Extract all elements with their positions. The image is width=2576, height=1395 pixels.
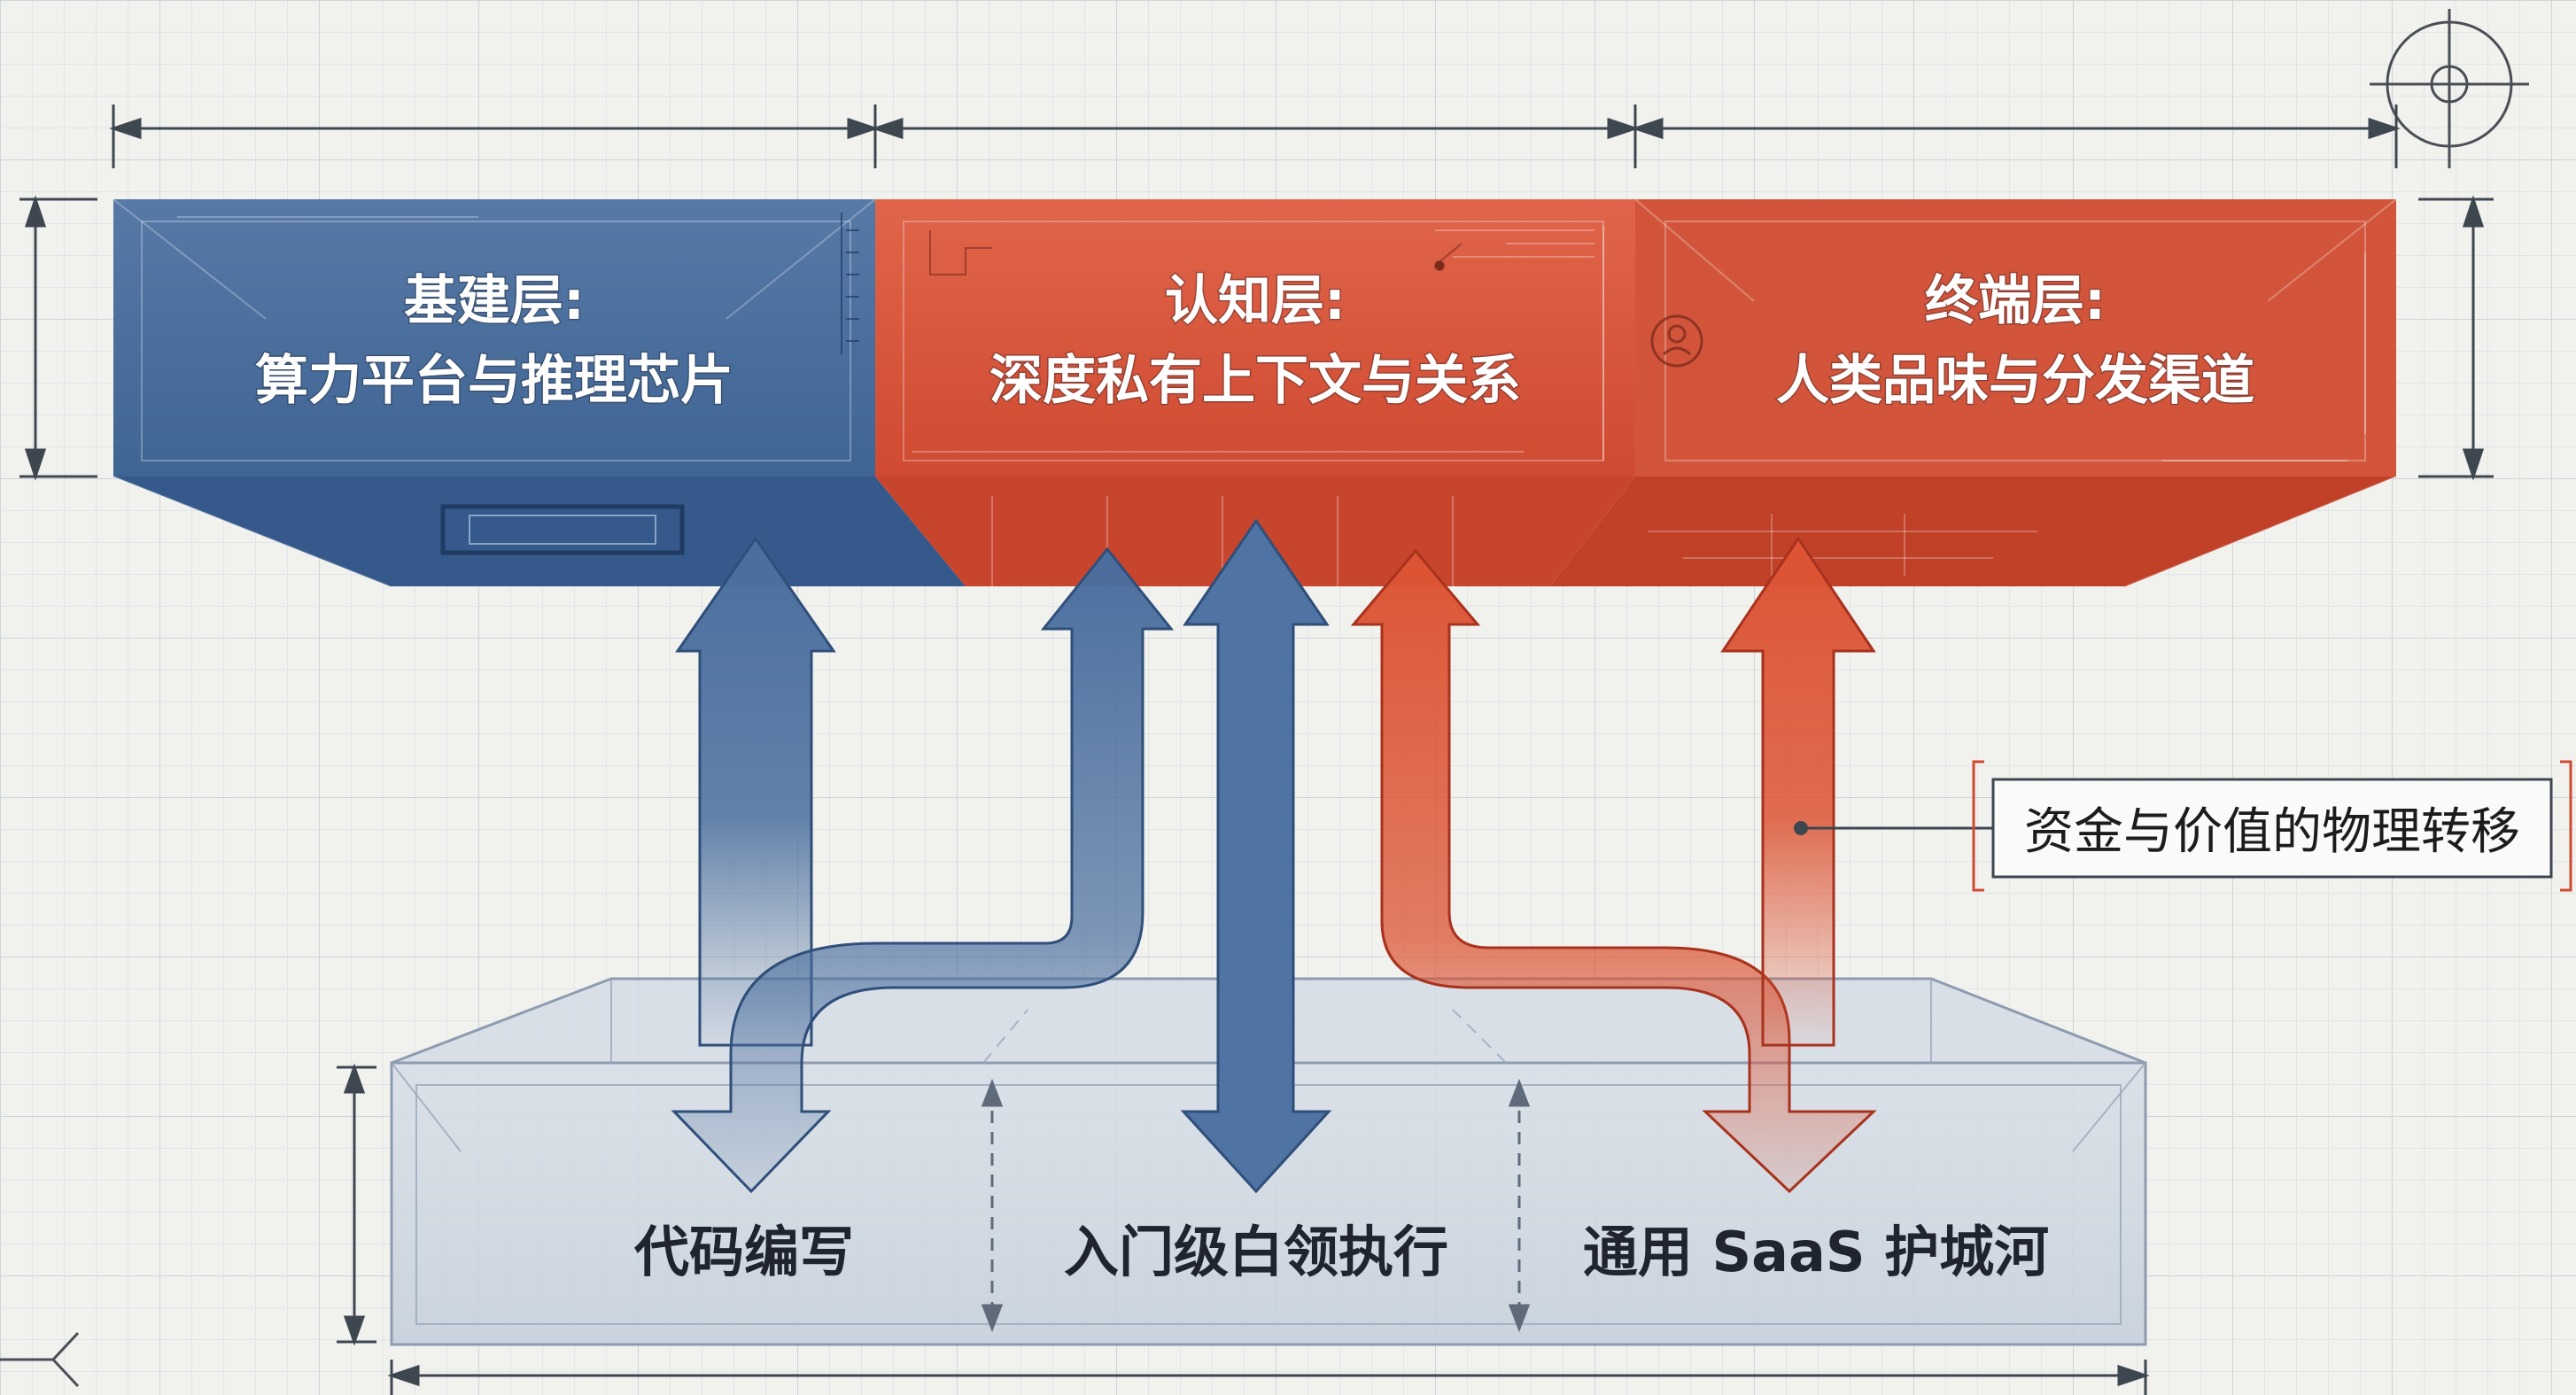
infra-layer-title: 基建层: (404, 270, 585, 332)
infra-vent-panel (440, 504, 685, 555)
terminal-layer-subtitle: 人类品味与分发渠道 (1776, 350, 2254, 412)
arrow-down-code-writing (671, 546, 1175, 1194)
cognition-layer-title: 认知层: (1165, 270, 1346, 332)
terminal-layer-box (1635, 199, 2396, 477)
arrow-up-terminal (1720, 536, 1876, 1047)
base-item-whitecollar: 入门级白领执行 (1064, 1220, 1448, 1284)
terminal-layer-underside (1550, 477, 2396, 586)
right-dimension-line (2418, 195, 2494, 481)
terminal-layer-title: 终端层: (1925, 270, 2106, 332)
corner-mark-icon (0, 1331, 80, 1388)
callout-box (1991, 778, 2553, 879)
top-slab: 基建层: 算力平台与推理芯片 认知层: 深度私有上下文与关系 终端层: 人类品味… (113, 198, 2397, 587)
arrow-bidirectional-whitecollar (1180, 518, 1332, 1194)
cognition-layer-box (875, 199, 1635, 477)
left-dimension-line (19, 195, 97, 481)
base-item-saas-moat: 通用 SaaS 护城河 (1583, 1220, 2049, 1284)
crosshair-icon (2370, 9, 2529, 168)
top-dimension-line (109, 105, 2401, 168)
infra-layer-subtitle: 算力平台与推理芯片 (255, 350, 733, 412)
arrow-down-saas-moat (1350, 548, 1877, 1194)
base-item-code-writing: 代码编写 (633, 1220, 854, 1284)
callout-text: 资金与价值的物理转移 (2024, 803, 2520, 861)
value-transfer-callout: 资金与价值的物理转移 (1794, 760, 2572, 892)
infra-layer-box (113, 199, 875, 477)
cognition-layer-subtitle: 深度私有上下文与关系 (989, 350, 1521, 412)
user-profile-icon (1650, 314, 1703, 368)
